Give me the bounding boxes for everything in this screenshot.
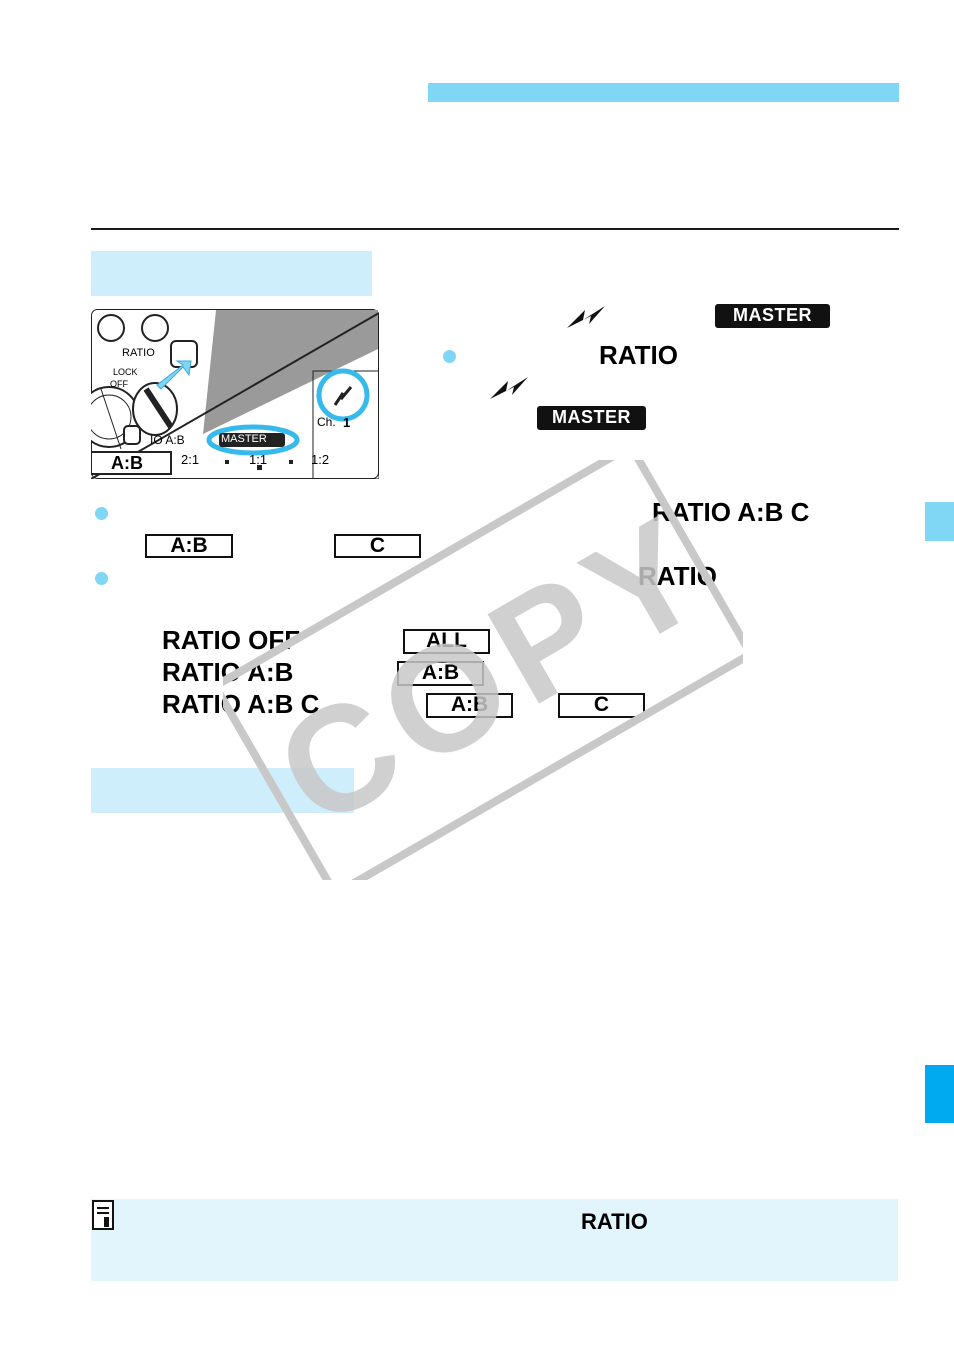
lcd-ratio-1-1: 1:1: [249, 452, 268, 467]
chapter-tab-light: [925, 502, 954, 541]
note-ratio-word: RATIO: [581, 1209, 648, 1234]
group-ab-box-1: A:B: [145, 534, 233, 558]
group-ab-box-3: A:B: [426, 693, 513, 718]
note-box: [91, 1199, 898, 1281]
top-accent-bar: [428, 83, 899, 102]
lcd-channel-value: 1: [343, 415, 351, 430]
bullet-3: [95, 572, 108, 585]
group-c-box-1: C: [334, 534, 421, 558]
chapter-tab-active: [925, 1065, 954, 1123]
lcd-ratio-text: IO A:B: [150, 433, 185, 447]
off-label: OFF: [110, 379, 128, 389]
master-badge-1: MASTER: [715, 304, 830, 328]
ratio-button-label: RATIO: [122, 347, 155, 359]
memo-icon: [92, 1200, 116, 1237]
ratio-heading-1: RATIO: [599, 340, 678, 370]
lock-label: LOCK: [113, 367, 138, 377]
ratio-option-abc: RATIO A:B C: [162, 689, 320, 719]
group-c-box-2: C: [558, 693, 645, 718]
bullet-1: [443, 350, 456, 363]
lcd-ratio-2-1: 2:1: [181, 452, 200, 467]
header-rule: [91, 228, 899, 230]
section-heading-box-1: [91, 251, 372, 296]
flash-icon-2: [488, 375, 534, 406]
group-all-box: ALL: [403, 629, 490, 654]
master-badge-2: MASTER: [537, 406, 646, 430]
group-ab-box-2: A:B: [397, 661, 484, 686]
lcd-channel-label: Ch.: [317, 415, 336, 429]
bullet-2: [95, 507, 108, 520]
section-heading-box-2: [91, 768, 354, 813]
flash-panel-svg: [78, 309, 380, 480]
flash-unit-illustration: RATIO LOCK OFF IO A:B MASTER Ch. 1 A:B 2…: [78, 309, 380, 480]
lcd-ab-label: A:B: [111, 453, 143, 473]
lcd-ratio-1-2: 1:2: [311, 452, 330, 467]
copy-watermark: COPY: [209, 440, 757, 900]
lcd-master-label: MASTER: [221, 433, 267, 445]
flash-icon-1: [565, 304, 611, 335]
